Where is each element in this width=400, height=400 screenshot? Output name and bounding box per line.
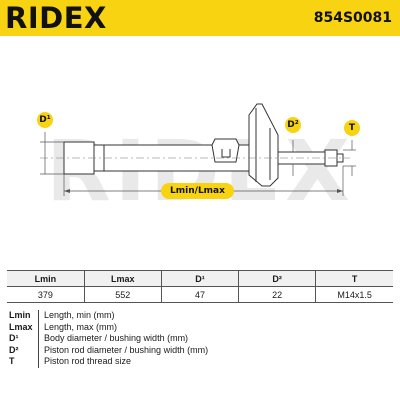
legend-item: Lmin Length, min (mm) xyxy=(9,310,208,322)
legend-key: D¹ xyxy=(9,333,19,343)
brand-logo: RIDEX xyxy=(5,1,107,35)
header-bar: RIDEX 854S0081 xyxy=(0,0,400,36)
spec-header-d2: D² xyxy=(238,270,316,287)
spec-header-lmax: Lmax xyxy=(83,270,162,287)
spec-value-t: M14x1.5 xyxy=(315,286,393,303)
spec-value-lmin: 379 xyxy=(7,286,85,303)
legend-item: D² Piston rod diameter / bushing width (… xyxy=(9,344,209,356)
legend-item: Lmax Length, max (mm) xyxy=(9,321,208,333)
legend-description: Length, max (mm) xyxy=(44,321,118,332)
legend-key: T xyxy=(9,356,15,366)
legend-divider xyxy=(38,356,39,368)
badge-d1: D¹ xyxy=(37,112,53,128)
shock-absorber-drawing: RIDEX xyxy=(40,103,356,220)
legend-divider xyxy=(38,321,39,333)
legend-divider xyxy=(38,344,39,356)
spec-value-d1: 47 xyxy=(160,286,239,303)
spec-header-lmin: Lmin xyxy=(7,270,85,287)
length-label: Lmin/Lmax xyxy=(161,183,234,199)
legend-description: Length, min (mm) xyxy=(44,310,115,320)
legend-divider xyxy=(38,333,39,345)
legend-key: Lmin xyxy=(9,310,31,320)
part-number: 854S0081 xyxy=(313,10,392,26)
legend-description: Piston rod thread size xyxy=(44,356,132,366)
legend-item: D¹ Body diameter / bushing width (mm) xyxy=(9,333,208,345)
spec-value-row: 379 552 47 22 M14x1.5 xyxy=(7,286,393,303)
badge-t: T xyxy=(344,120,360,136)
arrowheads xyxy=(64,189,343,193)
spec-table: Lmin Lmax D¹ D² T 379 552 47 22 M14x1.5 xyxy=(7,270,393,303)
legend: Lmin Length, min (mm) Lmax Length, max (… xyxy=(9,310,208,368)
shock-absorber-body xyxy=(63,103,344,187)
spec-header-row: Lmin Lmax D¹ D² T xyxy=(7,270,393,287)
legend-description: Body diameter / bushing width (mm) xyxy=(44,333,189,343)
spec-header-t: T xyxy=(315,270,393,287)
badge-d2: D² xyxy=(285,117,301,133)
spec-value-lmax: 552 xyxy=(83,286,162,303)
legend-description: Piston rod diameter / bushing width (mm) xyxy=(44,344,209,355)
legend-divider xyxy=(38,310,39,322)
legend-item: T Piston rod thread size xyxy=(9,356,208,368)
spec-header-d1: D¹ xyxy=(160,270,239,287)
spec-value-d2: 22 xyxy=(238,286,316,303)
legend-key: D² xyxy=(9,344,19,355)
legend-key: Lmax xyxy=(9,321,33,332)
